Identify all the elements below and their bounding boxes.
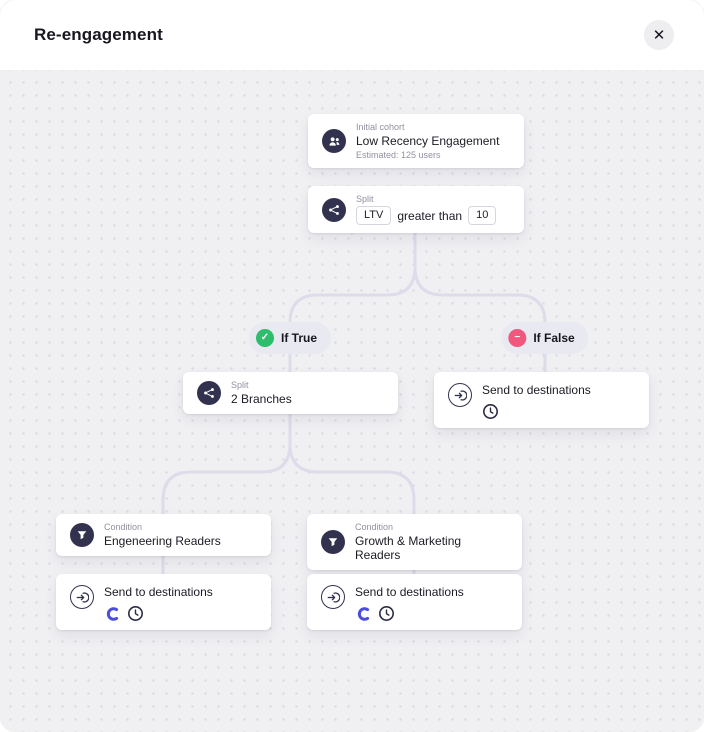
minus-icon: − bbox=[508, 329, 527, 347]
send-destination-icon bbox=[448, 383, 472, 407]
send-title: Send to destinations bbox=[355, 585, 464, 599]
close-icon: ✕ bbox=[652, 26, 666, 44]
estimated-users: Estimated: 125 users bbox=[356, 150, 441, 160]
node-send-destinations-false[interactable]: Send to destinations bbox=[434, 372, 649, 428]
destination-blue-logo-icon bbox=[355, 605, 372, 622]
cohort-users-icon bbox=[322, 129, 346, 153]
branch-if-false-pill[interactable]: − If False bbox=[501, 322, 589, 354]
node-send-destinations-right[interactable]: Send to destinations bbox=[307, 574, 522, 630]
destination-blue-logo-icon bbox=[104, 605, 121, 622]
split-branches-title: 2 Branches bbox=[231, 392, 292, 406]
flow-canvas: Initial cohort Low Recency Engagement Es… bbox=[0, 70, 704, 732]
send-destination-icon bbox=[321, 585, 345, 609]
node-type-label: Initial cohort bbox=[356, 122, 405, 132]
destination-clock-logo-icon bbox=[127, 605, 144, 622]
condition-filter-icon bbox=[70, 523, 94, 547]
split-icon bbox=[322, 197, 346, 222]
node-type-label: Condition bbox=[355, 522, 394, 532]
header: Re-engagement ✕ bbox=[0, 0, 704, 70]
check-icon: ✓ bbox=[255, 329, 274, 347]
connector-lines bbox=[161, 231, 547, 576]
send-title: Send to destinations bbox=[104, 585, 213, 599]
condition-filter-icon bbox=[321, 530, 345, 554]
operator-text: greater than bbox=[397, 208, 463, 223]
cohort-name: Low Recency Engagement bbox=[356, 134, 500, 148]
condition-title: Engeneering Readers bbox=[104, 534, 221, 548]
node-type-label: Split bbox=[231, 380, 249, 390]
node-type-label: Split bbox=[356, 194, 374, 204]
ltv-chip[interactable]: LTV bbox=[356, 206, 392, 225]
send-destination-icon bbox=[70, 585, 94, 609]
condition-title: Growth & Marketing Readers bbox=[355, 534, 462, 562]
page-title: Re-engagement bbox=[34, 25, 163, 44]
node-split-branches[interactable]: Split 2 Branches bbox=[183, 372, 398, 414]
split-icon bbox=[197, 381, 221, 405]
node-condition-engineering[interactable]: Condition Engeneering Readers bbox=[56, 514, 271, 556]
value-chip[interactable]: 10 bbox=[468, 206, 497, 225]
node-condition-growth[interactable]: Condition Growth & Marketing Readers bbox=[307, 514, 522, 570]
branch-label: If True bbox=[280, 331, 318, 345]
destination-clock-logo-icon bbox=[482, 403, 499, 420]
send-title: Send to destinations bbox=[482, 383, 591, 397]
close-button[interactable]: ✕ bbox=[644, 20, 674, 50]
node-split-ltv[interactable]: Split LTV greater than 10 bbox=[308, 186, 524, 233]
node-initial-cohort[interactable]: Initial cohort Low Recency Engagement Es… bbox=[308, 114, 524, 168]
branch-label: If False bbox=[533, 331, 575, 345]
node-send-destinations-left[interactable]: Send to destinations bbox=[56, 574, 271, 630]
destination-clock-logo-icon bbox=[378, 605, 395, 622]
branch-if-true-pill[interactable]: ✓ If True bbox=[248, 322, 332, 354]
node-type-label: Condition bbox=[104, 522, 143, 532]
